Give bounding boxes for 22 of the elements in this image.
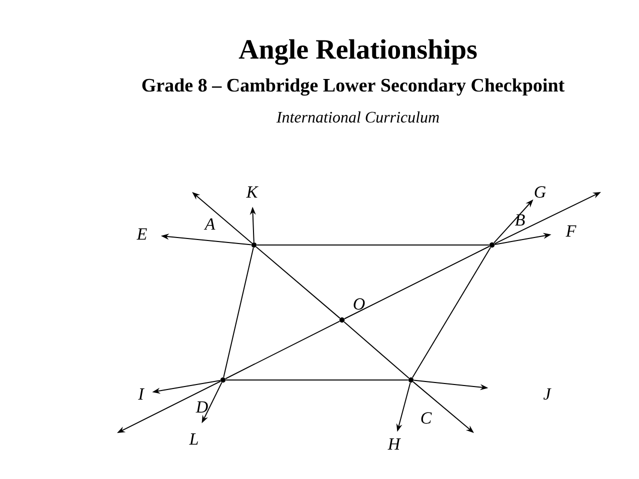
point-label: O — [354, 298, 365, 310]
subtitle: International Curriculum — [276, 111, 439, 123]
subtitle: Grade 8 – Cambridge Lower Secondary Checkpoint — [142, 78, 565, 96]
line-label: E — [136, 228, 147, 240]
line-label: K — [246, 186, 258, 198]
line-segment — [225, 320, 340, 380]
line-label: J — [543, 388, 552, 400]
line-label: I — [138, 388, 144, 400]
line-segment — [256, 244, 490, 246]
line-label: G — [534, 186, 546, 198]
line-segment — [344, 246, 490, 320]
line-label: H — [388, 438, 401, 450]
line-segment — [256, 246, 340, 319]
line-segment — [412, 246, 492, 378]
line-label: F — [566, 225, 576, 237]
line-label: L — [189, 433, 198, 445]
title: Angle Relationships — [238, 39, 477, 65]
point-label: C — [421, 412, 432, 424]
line-segment — [344, 321, 410, 379]
line-segment — [223, 247, 254, 378]
point-label: A — [204, 218, 216, 230]
point-label: D — [196, 401, 208, 413]
